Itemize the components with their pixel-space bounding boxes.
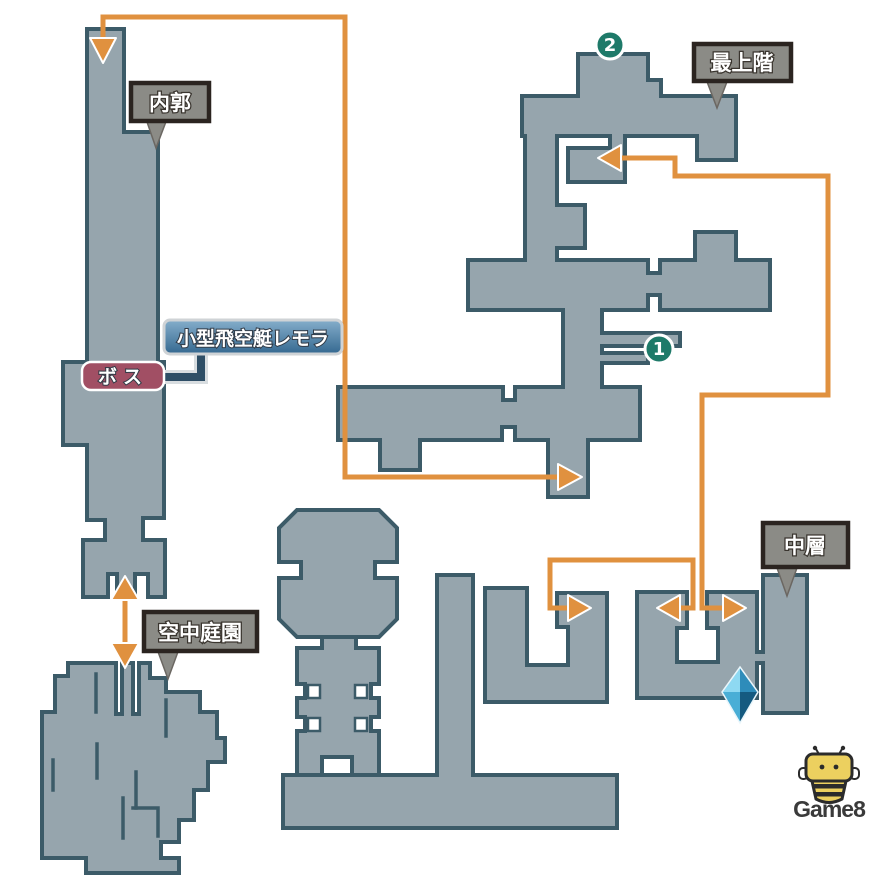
map-region-sky-garden bbox=[40, 661, 227, 875]
tooltip-sky-garden: 空中庭園 bbox=[141, 609, 260, 682]
boss-connector-line bbox=[160, 350, 208, 384]
game8-logo: Game8 bbox=[793, 745, 867, 822]
marker-2-number: 2 bbox=[604, 35, 617, 56]
route-c bbox=[547, 557, 696, 622]
marker-1-number: 1 bbox=[653, 339, 666, 360]
arrow-down-icon bbox=[110, 642, 140, 669]
route-d-two-way bbox=[110, 575, 140, 669]
sky-garden-inner-walls bbox=[51, 672, 168, 840]
map-base-platform bbox=[281, 573, 619, 830]
tooltip-middle-layer: 中層 bbox=[760, 520, 851, 599]
airship-label-text: 小型飛空艇レモラ bbox=[177, 327, 329, 350]
map-tower-octagon bbox=[277, 508, 399, 639]
middle-layer-text: 中層 bbox=[784, 534, 826, 558]
boss-label-text: ボス bbox=[98, 366, 148, 388]
map-region-c-structure bbox=[483, 586, 609, 704]
route-b bbox=[597, 144, 831, 622]
blue-gem-icon bbox=[721, 665, 759, 725]
arrow-down-icon bbox=[89, 37, 117, 64]
route-a bbox=[89, 14, 583, 491]
inner-ward-text: 内郭 bbox=[149, 91, 191, 115]
game8-bee-icon bbox=[798, 745, 860, 804]
map-tower-body bbox=[295, 635, 381, 777]
arrow-left-icon bbox=[656, 594, 681, 622]
arrow-up-icon bbox=[110, 575, 140, 601]
arrow-left-icon bbox=[597, 144, 622, 172]
game8-logo-text: Game8 bbox=[793, 796, 866, 822]
tooltip-top-floor: 最上階 bbox=[691, 41, 794, 111]
marker-1: 1 bbox=[643, 333, 675, 365]
top-floor-text: 最上階 bbox=[711, 51, 774, 75]
tooltip-tail bbox=[155, 648, 181, 682]
sky-garden-text: 空中庭園 bbox=[158, 621, 242, 645]
arrow-right-icon bbox=[557, 463, 583, 491]
map-region-top-floor bbox=[336, 52, 772, 499]
tower-windows bbox=[306, 683, 369, 733]
arrow-right-icon bbox=[722, 594, 747, 622]
arrow-right-icon bbox=[567, 594, 592, 622]
marker-2: 2 bbox=[594, 29, 626, 61]
airship-label: 小型飛空艇レモラ bbox=[162, 318, 344, 356]
boss-label: ボス bbox=[80, 360, 166, 392]
tooltip-inner-ward: 内郭 bbox=[128, 80, 212, 151]
